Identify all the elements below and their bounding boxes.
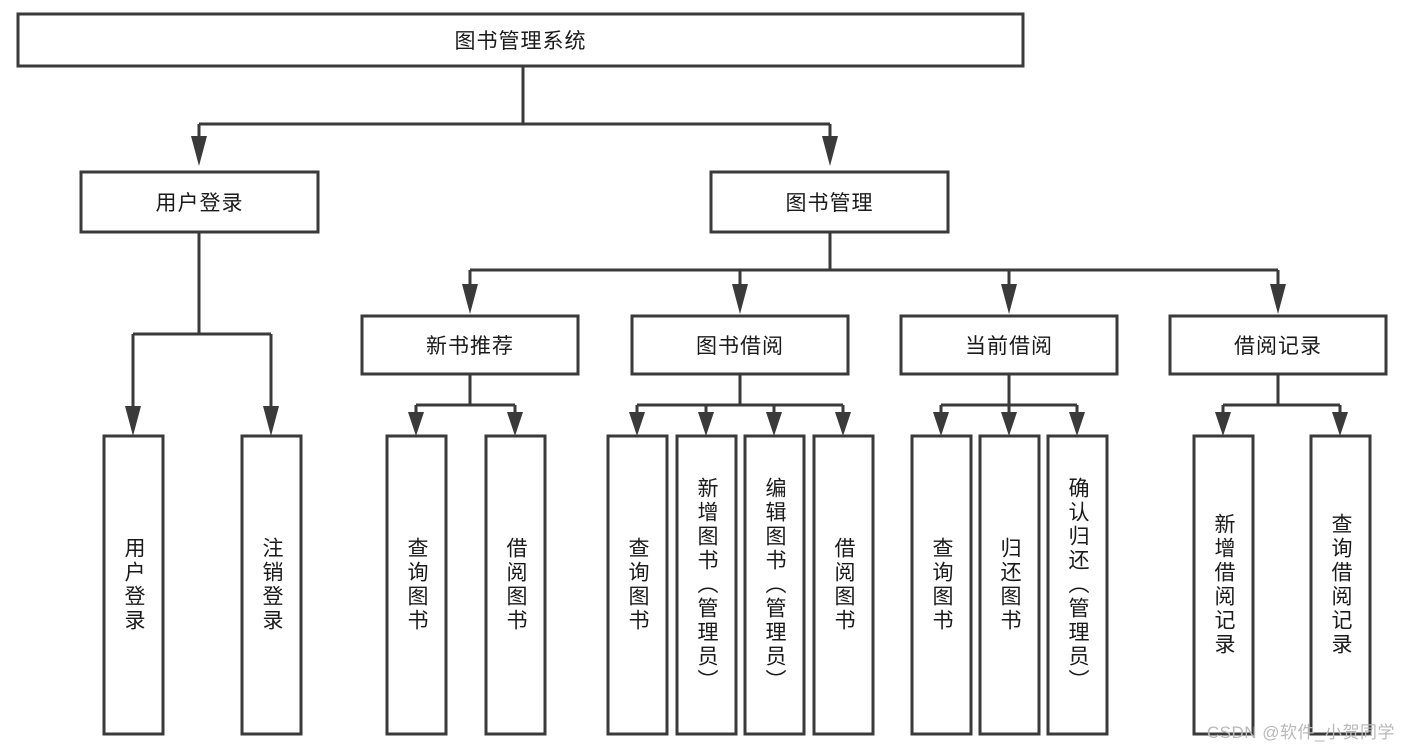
node-book-borrow-box[interactable] (630, 314, 850, 376)
arrow-leaf-add-borrow-record (1215, 412, 1231, 436)
node-leaf-add-borrow-record-box[interactable] (1192, 434, 1255, 736)
node-leaf-query-borrow-record-box[interactable] (1309, 434, 1372, 736)
arrow-leaf-add-book-admin (698, 412, 714, 436)
arrow-leaf-return-book (1001, 412, 1017, 436)
node-leaf-borrow-book-2-box[interactable] (812, 434, 875, 736)
arrow-to-book-borrow (732, 284, 748, 314)
arrow-to-current-borrow (1001, 284, 1017, 314)
node-leaf-query-book-1-box[interactable] (385, 434, 448, 736)
node-root-box[interactable] (16, 12, 1025, 68)
node-leaf-query-book-3-box[interactable] (910, 434, 973, 736)
arrow-leaf-confirm-return-admin (1069, 412, 1085, 436)
arrow-leaf-query-book-3 (933, 412, 949, 436)
node-user-login-box[interactable] (79, 170, 320, 234)
arrow-leaf-borrow-book-1 (507, 412, 523, 436)
arrow-leaf-logout-login (263, 406, 279, 436)
arrow-to-user-login (191, 136, 207, 166)
node-leaf-query-book-2-box[interactable] (606, 434, 669, 736)
arrow-leaf-user-login (125, 406, 141, 436)
node-leaf-logout-login-box[interactable] (240, 434, 303, 736)
arrow-leaf-query-borrow-record (1332, 412, 1348, 436)
node-book-management-box[interactable] (709, 170, 950, 234)
node-new-book-recommend-box[interactable] (360, 314, 580, 376)
arrow-to-borrow-record (1270, 284, 1286, 314)
node-leaf-add-book-admin-box[interactable] (675, 434, 738, 736)
arrow-to-new-book-recommend (462, 284, 478, 314)
arrow-leaf-query-book-2 (629, 412, 645, 436)
node-leaf-return-book-box[interactable] (978, 434, 1041, 736)
csdn-watermark: CSDN @软件_小贺同学 (1206, 723, 1395, 742)
node-leaf-edit-book-admin-box[interactable] (743, 434, 806, 736)
arrow-leaf-edit-book-admin (766, 412, 782, 436)
node-leaf-user-login-box[interactable] (102, 434, 165, 736)
node-current-borrow-box[interactable] (899, 314, 1119, 376)
node-leaf-borrow-book-1-box[interactable] (484, 434, 547, 736)
arrow-leaf-borrow-book-2 (835, 412, 851, 436)
node-borrow-record-box[interactable] (1168, 314, 1388, 376)
arrow-to-book-management (822, 136, 838, 166)
arrow-leaf-query-book-1 (408, 412, 424, 436)
node-leaf-confirm-return-admin-box[interactable] (1046, 434, 1109, 736)
